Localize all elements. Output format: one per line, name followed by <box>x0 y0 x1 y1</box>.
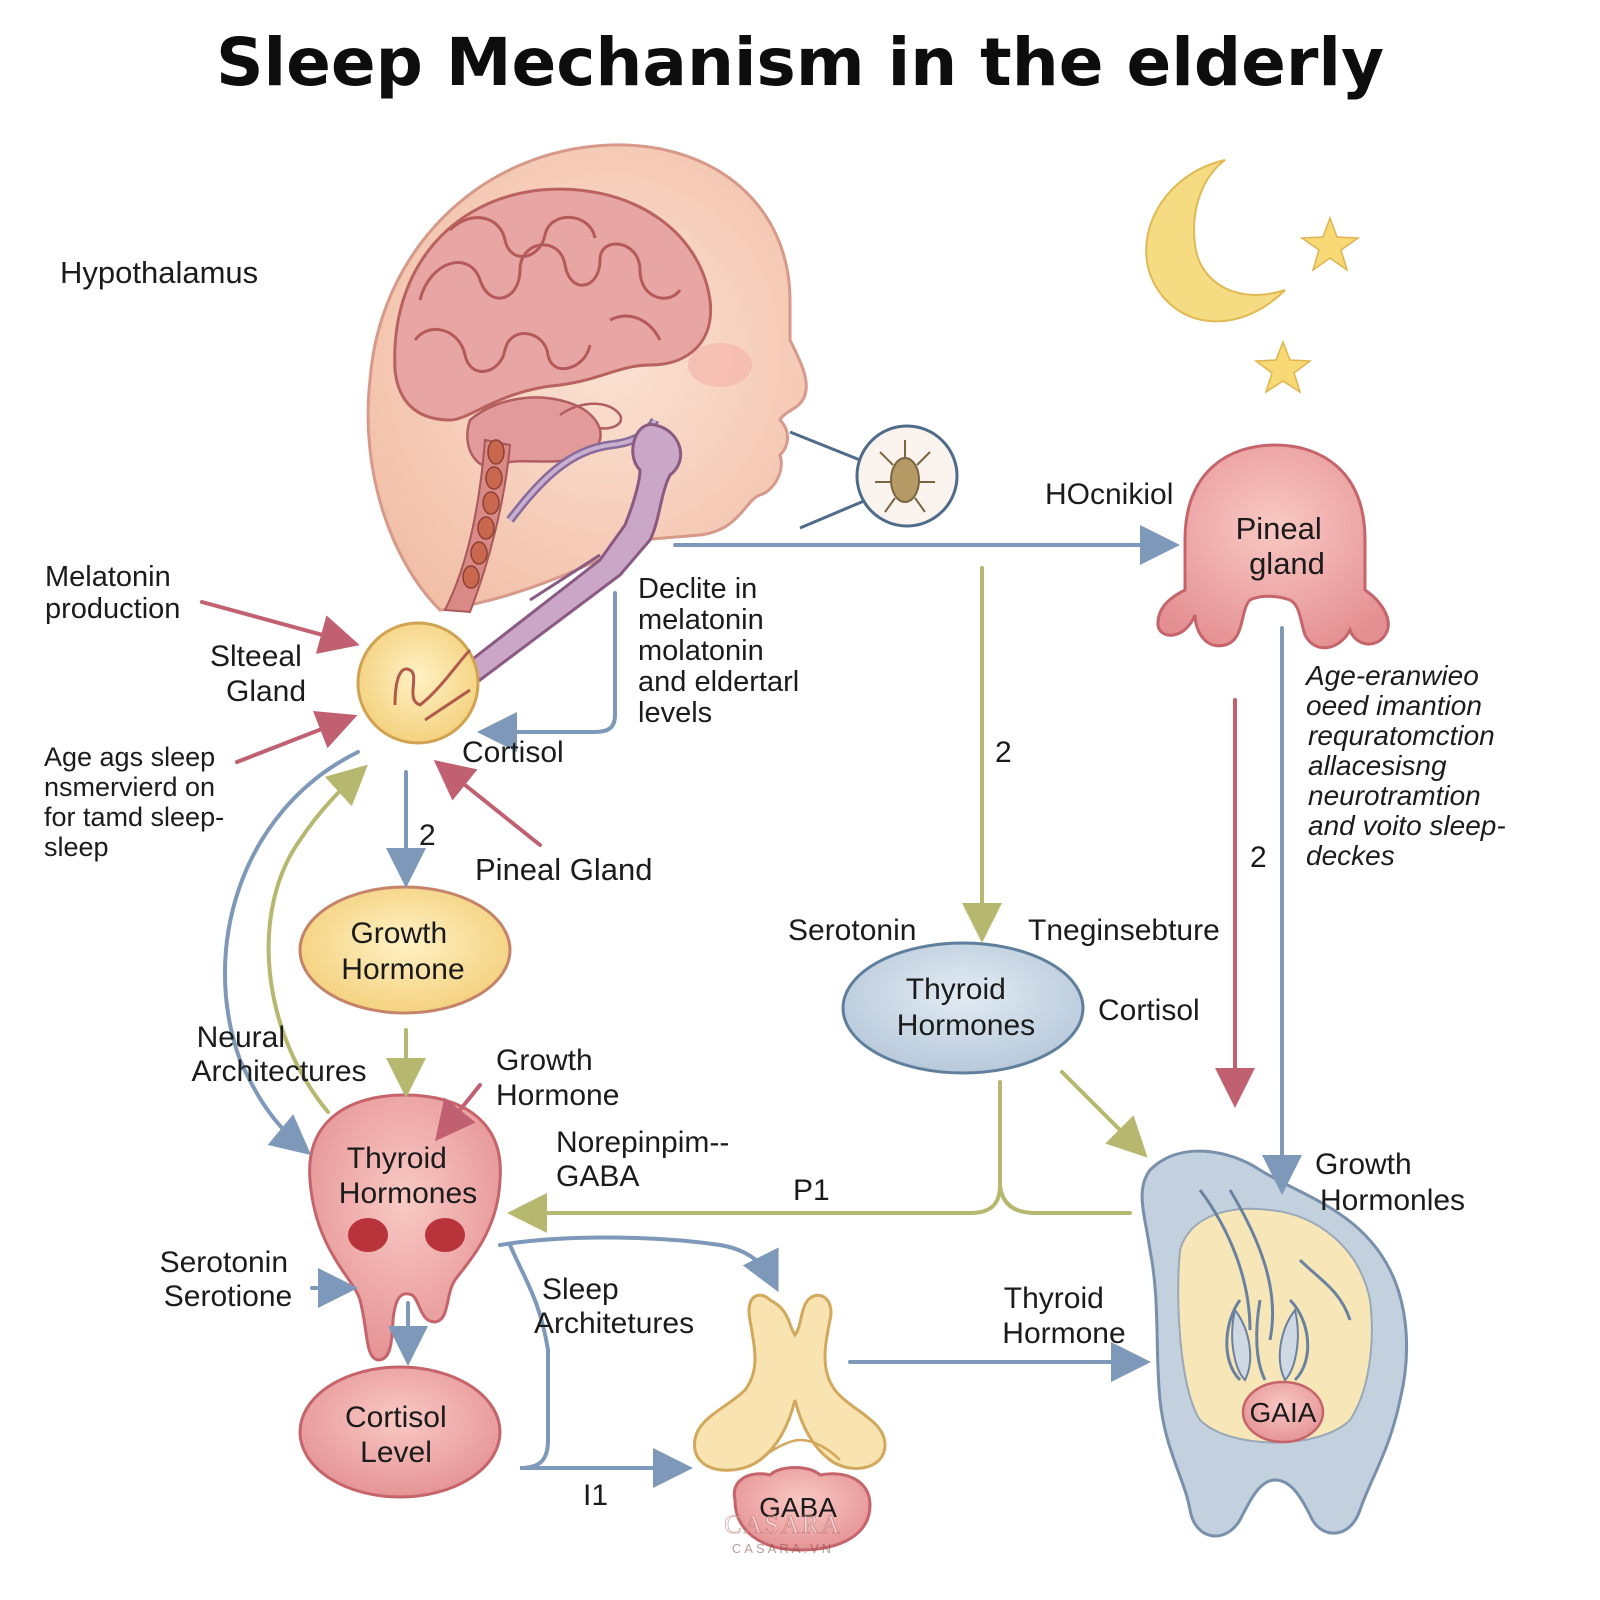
head-illustration <box>366 143 808 682</box>
growth-hormones-right-label: Growth Hormonles <box>1315 1148 1465 1217</box>
cortisol-mid-label: Cortisol <box>1098 994 1200 1027</box>
cortisol-top-label: Cortisol <box>462 736 564 769</box>
cortisol-level-oval <box>298 1365 502 1499</box>
pineal-gland-right-label: Pineal gland <box>1236 511 1331 581</box>
step-number-center: 2 <box>995 736 1012 769</box>
thyroid-hormones-left-label: Thyroid Hormones <box>339 1142 477 1210</box>
serotonin-serotone-label: Serotonin Serotione <box>160 1246 297 1313</box>
hocnikiol-label: HOcnikiol <box>1045 478 1173 511</box>
pineal-gland-label: Pineal Gland <box>475 852 653 887</box>
hypothalamus-label: Hypothalamus <box>60 255 258 290</box>
gaia-organ-shape <box>1140 1149 1409 1538</box>
gaba-bottom-label: GABA <box>759 1492 837 1523</box>
melatonin-production-label: Melatonin production <box>45 561 180 625</box>
norepinephrine-gaba-label: Norepinpim-- GABA <box>556 1126 738 1193</box>
p1-label: P1 <box>793 1174 830 1207</box>
thyroid-hormones-left-shape <box>308 1093 502 1362</box>
neuron-magnifier <box>789 424 959 530</box>
gaia-label: GAIA <box>1250 1397 1317 1428</box>
decline-melatonin-label: Declite in melatonin molatonin and elder… <box>638 573 807 729</box>
i1-label: I1 <box>583 1479 608 1512</box>
sleep-architectures-label: Sleep Architetures <box>534 1273 694 1340</box>
tneginsebture-label: Tneginsebture <box>1028 914 1220 947</box>
age-sleep-label: Age ags sleep nsmervierd on for tamd sle… <box>44 742 232 862</box>
cortisol-level-label: Cortisol Level <box>345 1401 455 1469</box>
neural-architectures-label: Neural Architectures <box>191 1021 366 1088</box>
star-icon <box>1299 215 1361 272</box>
slteeal-gland-circle <box>356 621 480 745</box>
synapse-shape <box>693 1293 887 1552</box>
watermark-brand: CASARA <box>724 1510 841 1539</box>
growth-hormone-oval <box>298 885 512 1015</box>
step-number-left: 2 <box>419 819 436 852</box>
pineal-gland-right-shape <box>1156 443 1390 650</box>
growth-hormone-label: Growth Hormone <box>496 1044 619 1112</box>
serotonin-mid-label: Serotonin <box>788 914 916 947</box>
thyroid-hormone-bottom-label: Thyroid Hormone <box>1002 1282 1125 1350</box>
star-icon <box>1253 339 1313 394</box>
growth-hormone-oval-label: Growth Hormone <box>341 917 464 986</box>
moon-and-stars <box>1145 159 1361 394</box>
thyroid-hormones-mid-label: Thyroid Hormones <box>897 973 1035 1042</box>
slteeal-gland-label: Slteeal Gland <box>210 640 310 708</box>
arrows <box>200 525 1302 1488</box>
step-number-right: 2 <box>1250 841 1267 874</box>
casara-watermark: CASARA CASARA.VN <box>724 1510 841 1556</box>
age-right-label: Age-eranwieo oeed imantion requratomctio… <box>1304 660 1513 871</box>
watermark-url: CASARA.VN <box>732 1541 834 1556</box>
thyroid-hormones-mid-oval <box>841 941 1085 1075</box>
diagram-title: Sleep Mechanism in the elderly <box>216 24 1384 101</box>
